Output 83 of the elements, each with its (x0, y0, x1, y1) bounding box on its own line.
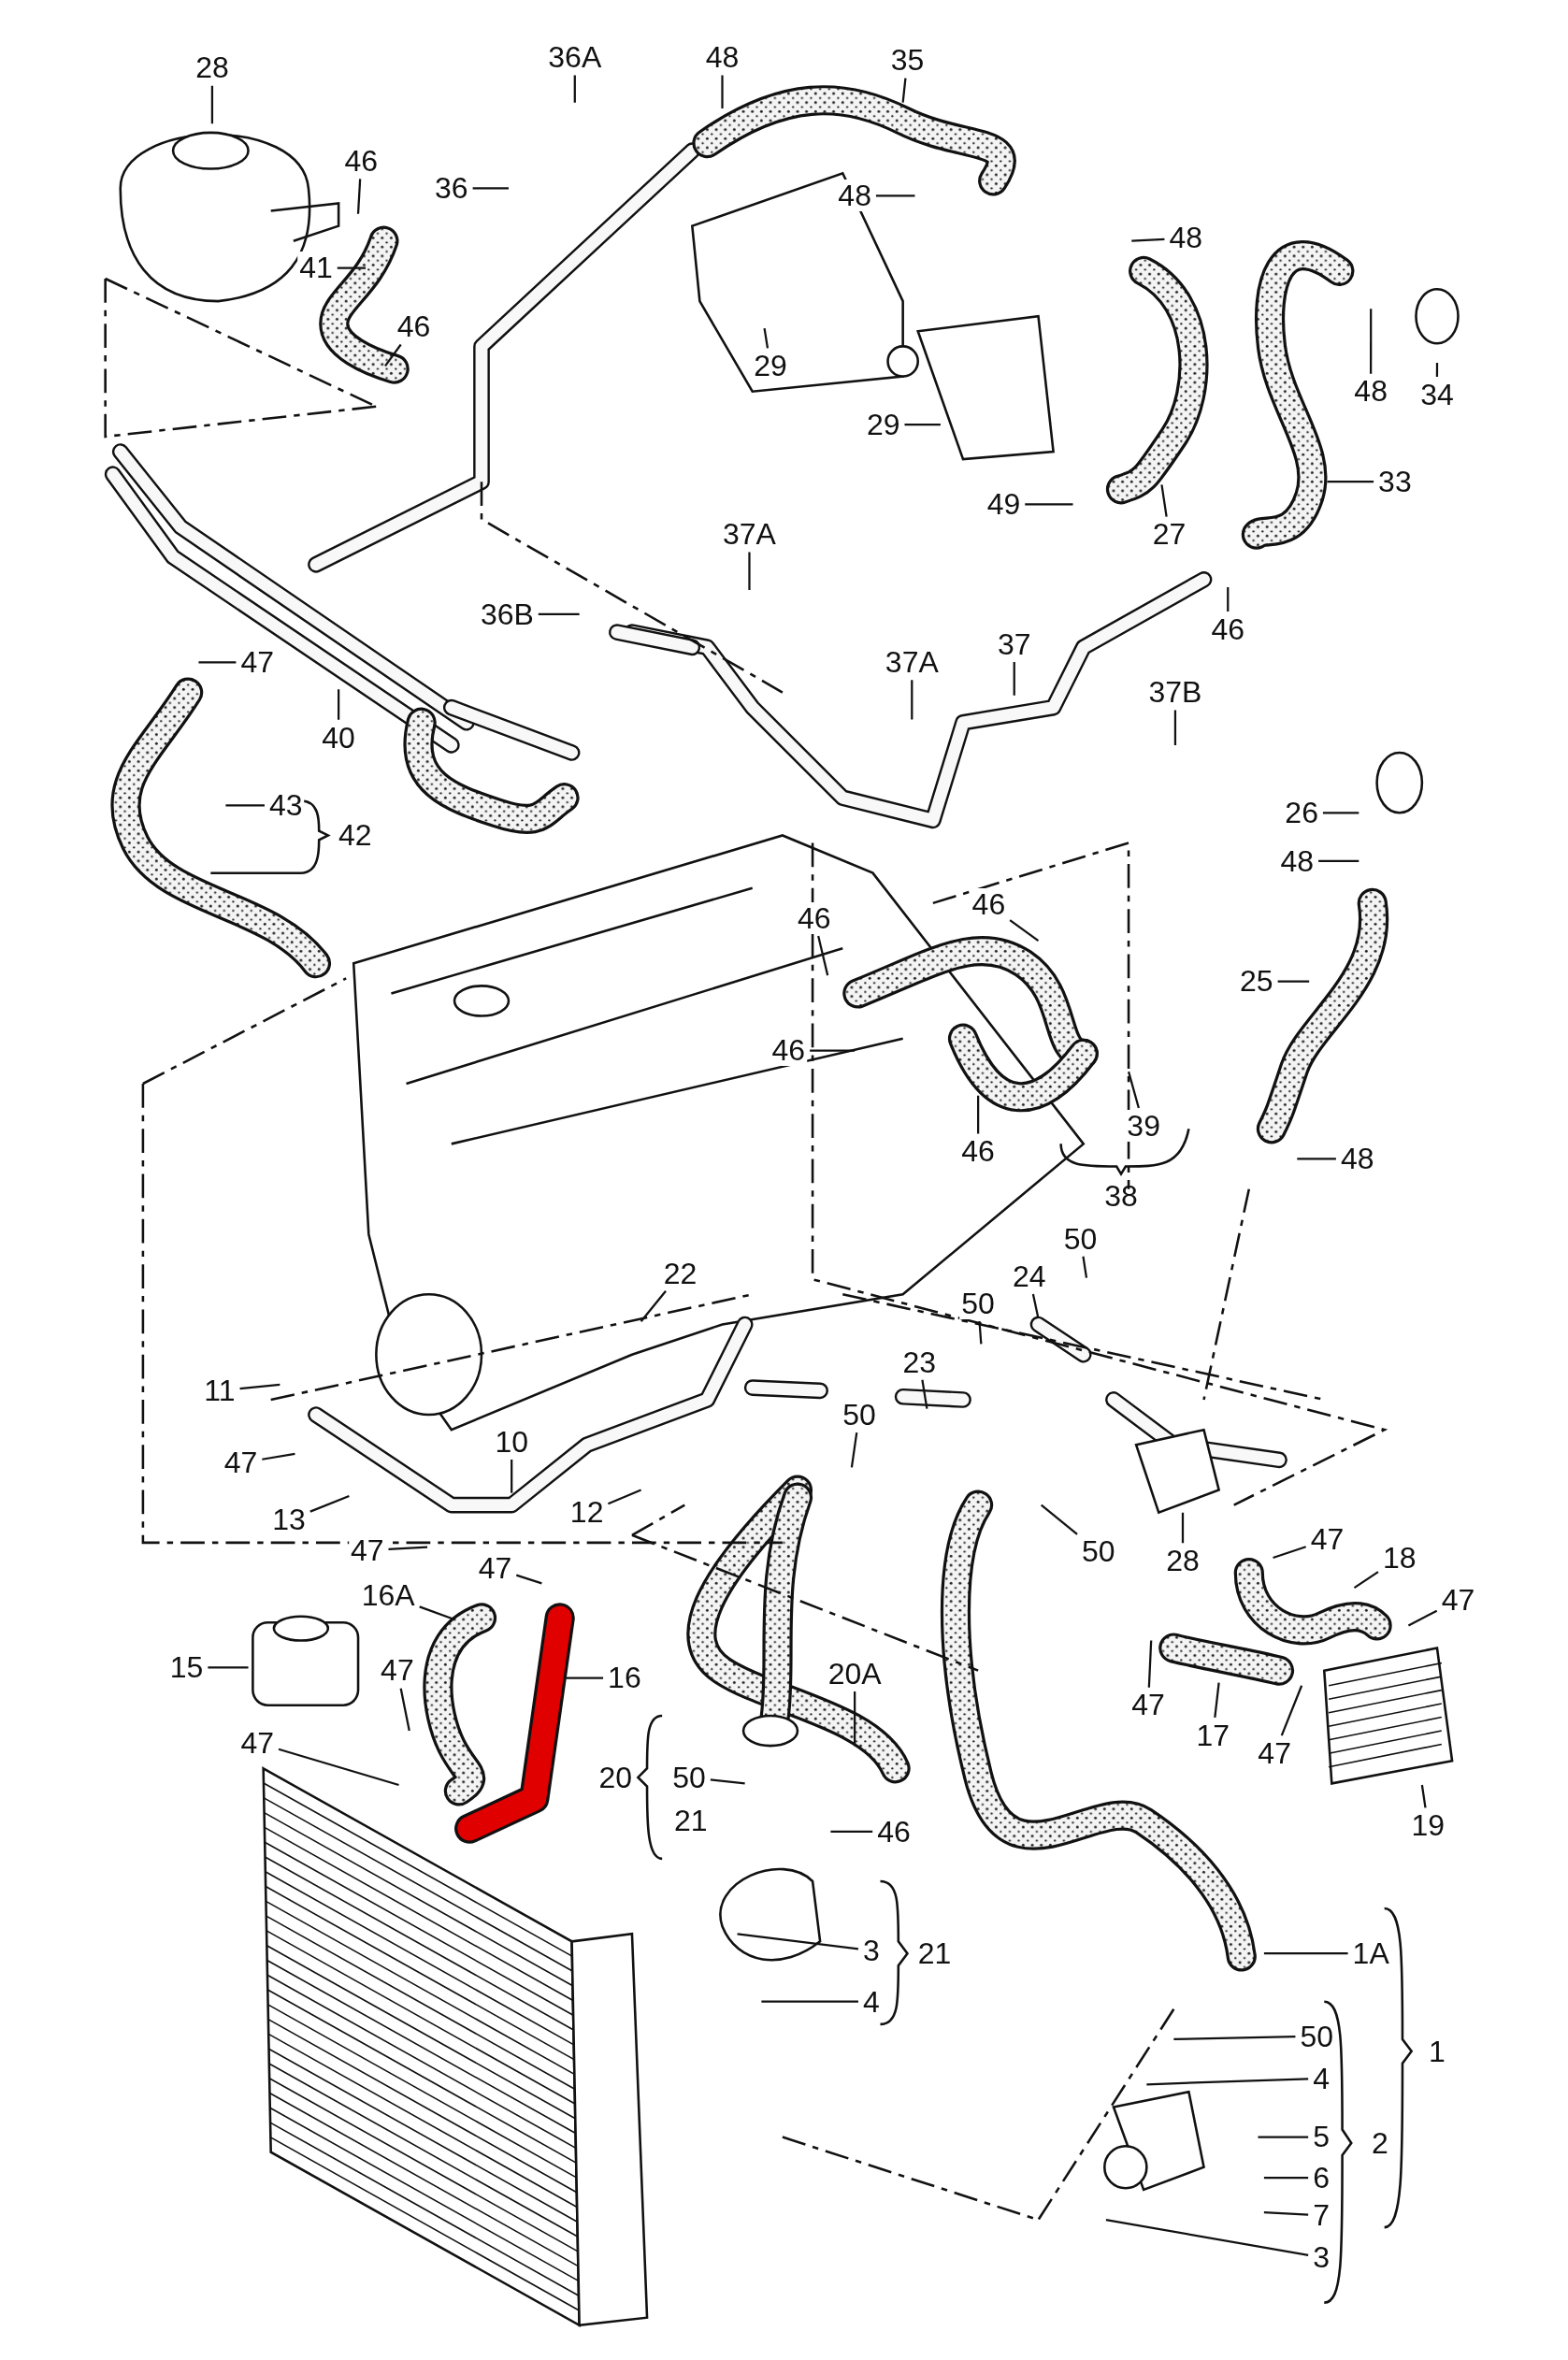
leader-line (1273, 1546, 1307, 1560)
leader-line (1420, 1784, 1427, 1808)
leader-line (850, 1432, 858, 1468)
callout-number: 39 (1125, 1109, 1162, 1142)
callout-number: 1 (1429, 2036, 1446, 2066)
leader-line (198, 661, 237, 664)
callout-number: 38 (1104, 1181, 1138, 1212)
leader-line (1407, 1609, 1438, 1627)
leader-line (419, 1605, 455, 1620)
leader-line (921, 1379, 928, 1409)
leader-line (309, 1494, 350, 1513)
leader-line (239, 1383, 281, 1390)
leader-line (1214, 1682, 1220, 1718)
callout-number: 2 (1371, 2127, 1388, 2158)
leader-line (1435, 363, 1439, 377)
leader-line (1146, 2078, 1309, 2086)
callout-number: 42 (338, 820, 372, 851)
leader-line (911, 680, 913, 720)
leader-line (337, 266, 367, 269)
callout-number: 20 (598, 1762, 633, 1792)
leader-line (763, 327, 770, 349)
leader-line (225, 804, 265, 807)
leader-line (1173, 710, 1177, 745)
leader-line (761, 2000, 858, 2003)
leader-line (1131, 237, 1165, 242)
leader-line (1227, 586, 1230, 612)
leader-line (978, 1320, 983, 1345)
leader-line (817, 935, 829, 976)
leader-line (904, 423, 941, 426)
leader-line (1327, 481, 1374, 483)
callout-number: 48 (836, 180, 873, 212)
leader-line (1105, 2219, 1309, 2256)
leader-line (640, 1290, 667, 1322)
leader-line (875, 194, 915, 197)
leader-line (1318, 859, 1359, 862)
leader-line (810, 1049, 856, 1052)
leader-line (210, 85, 214, 124)
leader-line (608, 1489, 642, 1505)
leader-line (748, 552, 751, 591)
leader-line (384, 343, 402, 367)
leader-line (538, 612, 580, 615)
leader-line (1277, 980, 1310, 983)
callout-number: 21 (917, 1938, 952, 1968)
leader-line (1127, 1071, 1140, 1109)
leader-line (1263, 1952, 1348, 1955)
leader-line (472, 187, 509, 190)
leader-line (356, 179, 362, 214)
leader-line (573, 75, 576, 103)
leader-line (515, 1574, 542, 1585)
leader-line (1041, 1504, 1078, 1535)
leader-line (1280, 1685, 1303, 1736)
leader-line (710, 1778, 745, 1785)
leader-line (566, 1676, 604, 1679)
leader-line (208, 1666, 249, 1669)
leader-line (977, 1095, 980, 1134)
leader-line (1181, 1512, 1185, 1544)
leader-line (1353, 1571, 1379, 1590)
leader-line (1025, 503, 1073, 506)
leader-line (1009, 919, 1040, 942)
leader-line (830, 1830, 873, 1833)
leader-line (388, 1546, 428, 1550)
leader-line (1263, 2176, 1309, 2180)
leader-line (1082, 1256, 1088, 1278)
leader-line (1297, 1158, 1336, 1160)
leader-line (338, 689, 340, 720)
leader-line (1370, 309, 1373, 374)
leader-line (1031, 1293, 1040, 1319)
leader-line (737, 1933, 859, 1950)
leader-line (1160, 484, 1168, 517)
leader-line (1263, 2210, 1309, 2216)
callout-number: 21 (673, 1806, 708, 1836)
leader-line (854, 1691, 856, 1747)
leader-line (399, 1688, 410, 1732)
leader-line (1173, 2036, 1296, 2041)
leader-line (1013, 662, 1015, 696)
leader-line (262, 1452, 295, 1461)
leader-line (721, 75, 724, 109)
leader-line (1258, 2136, 1309, 2138)
leader-line (1322, 812, 1359, 814)
leader-line (278, 1748, 399, 1787)
leader-line (1147, 1640, 1153, 1688)
leader-line (901, 78, 907, 103)
leader-line (511, 1460, 513, 1493)
